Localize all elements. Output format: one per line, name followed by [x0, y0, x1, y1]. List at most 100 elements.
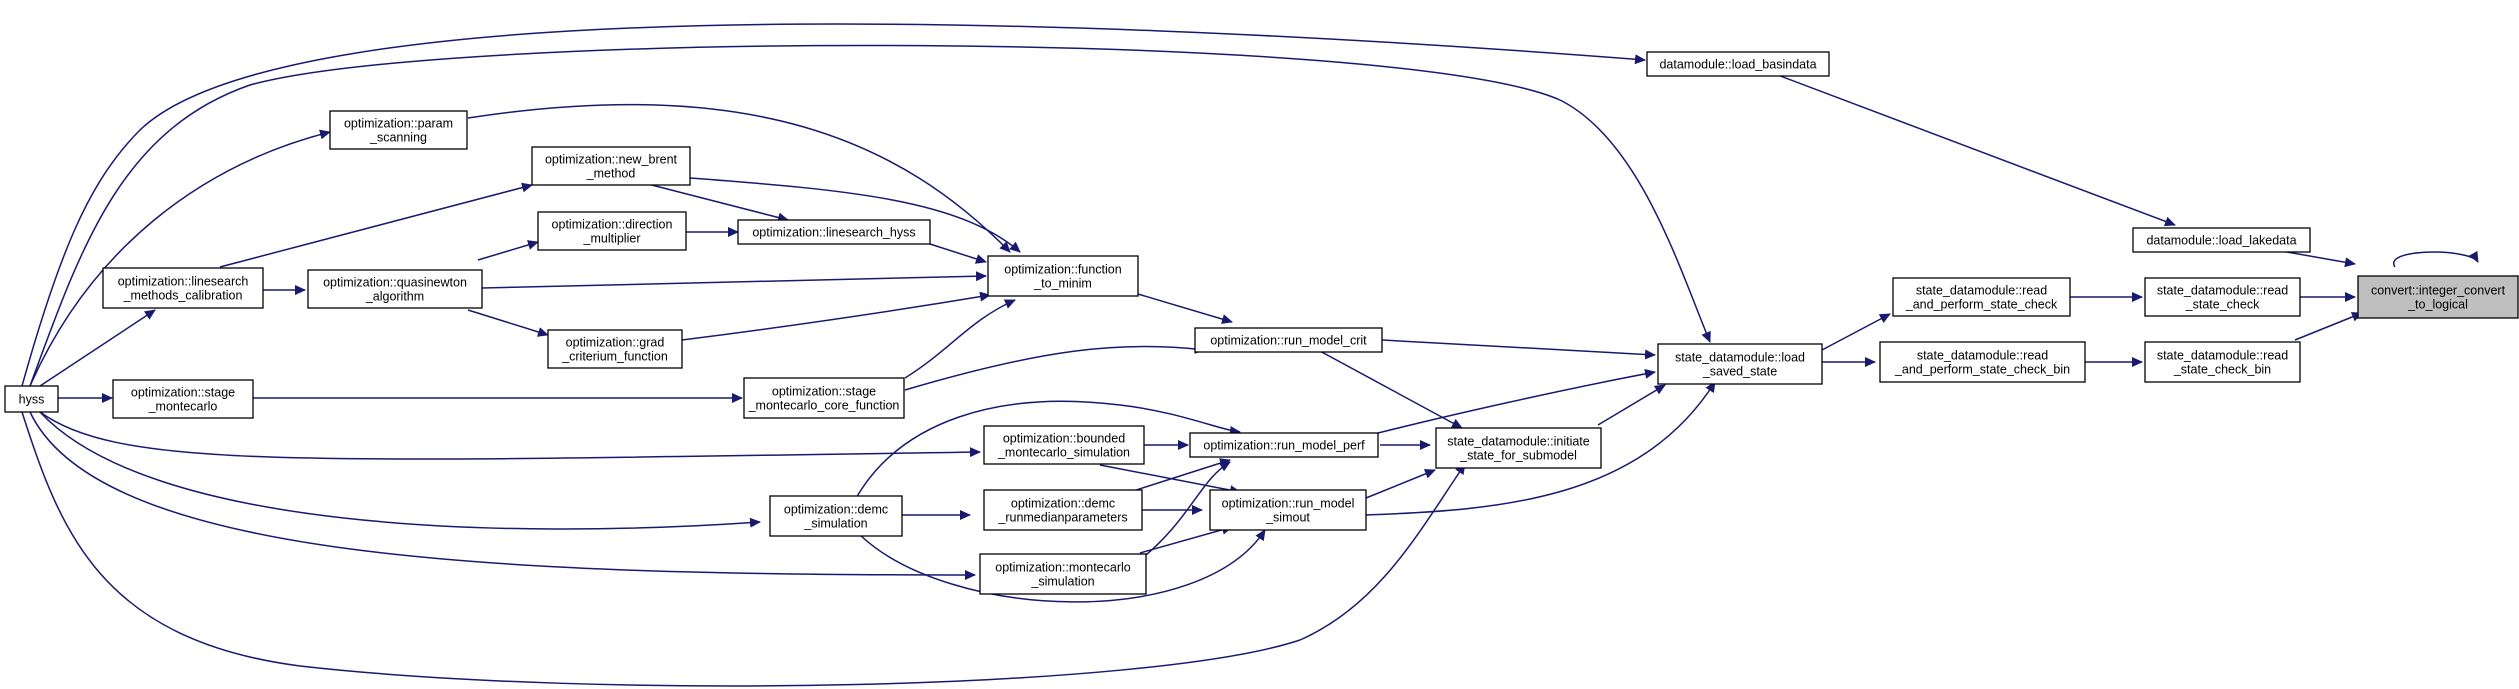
edge-demc-to-run-simout: [859, 529, 1266, 603]
node-stage-montecarlo[interactable]: optimization::stage_montecarlo: [112, 379, 254, 419]
node-read-state-check[interactable]: state_datamodule::read_state_check: [2144, 277, 2301, 317]
node-label: optimization::run_model: [1222, 497, 1355, 511]
node-demc-sim[interactable]: optimization::demc_simulation: [769, 495, 903, 537]
node-label: state_datamodule::read: [1916, 284, 2047, 298]
edge-run-crit-to-initiate: [1317, 349, 1463, 429]
node-function-to-minim[interactable]: optimization::function_to_minim: [987, 255, 1139, 297]
node-label: _algorithm: [365, 290, 424, 304]
edge-run-crit-to-load-saved: [1381, 339, 1656, 360]
node-label: _method: [586, 167, 636, 181]
edge-montecarlo-to-run-simout: [1139, 524, 1233, 554]
node-label: optimization::param: [344, 117, 453, 131]
node-label: _montecarlo_simulation: [997, 446, 1130, 460]
node-label: datamodule::load_basindata: [1659, 58, 1816, 72]
node-label: _to_logical: [2407, 298, 2468, 312]
node-label: optimization::bounded: [1003, 432, 1125, 446]
node-label: optimization::new_brent: [545, 153, 678, 167]
edge-hyss-to-load-saved: [29, 44, 1711, 387]
node-label: _simout: [1265, 511, 1310, 525]
node-label: state_datamodule::read: [1917, 349, 2048, 363]
node-hyss[interactable]: hyss: [4, 385, 59, 413]
edges: [21, 23, 2479, 687]
node-label: optimization::montecarlo: [995, 561, 1131, 575]
edge-new-brent-to-function: [689, 177, 1021, 253]
node-label: _state_check_bin: [2173, 363, 2271, 377]
node-label: _simulation: [1030, 575, 1094, 589]
node-quasinewton[interactable]: optimization::quasinewton_algorithm: [307, 269, 483, 309]
node-label: _and_perform_state_check_bin: [1894, 363, 2070, 377]
node-label: _state_for_submodel: [1459, 449, 1577, 463]
node-run-model-simout[interactable]: optimization::run_model_simout: [1209, 489, 1367, 531]
node-load-basindata[interactable]: datamodule::load_basindata: [1646, 51, 1830, 77]
edge-stage-core-to-function: [904, 299, 1016, 379]
edge-integer-convert-self: [2392, 250, 2479, 268]
node-label: state_datamodule::read: [2157, 349, 2288, 363]
node-label: optimization::quasinewton: [323, 276, 467, 290]
node-label: _runmedianparameters: [997, 511, 1127, 525]
edge-hyss-to-load-basindata: [21, 23, 1646, 387]
node-label: hyss: [19, 393, 45, 407]
node-label: _simulation: [803, 517, 867, 531]
edge-hyss-to-param-scanning: [29, 129, 331, 387]
edge-initiate-to-load-saved: [1597, 384, 1666, 426]
node-label: convert::integer_convert: [2371, 284, 2506, 298]
node-label: state_datamodule::initiate: [1447, 435, 1590, 449]
node-run-model-perf[interactable]: optimization::run_model_perf: [1189, 432, 1379, 458]
node-label: optimization::function: [1004, 263, 1121, 277]
node-grad-crit[interactable]: optimization::grad_criterium_function: [547, 329, 683, 369]
edge-load-saved-to-read-perform: [1821, 313, 1891, 351]
node-new-brent[interactable]: optimization::new_brent_method: [531, 146, 691, 186]
node-label: _scanning: [369, 131, 427, 145]
edge-hyss-to-bounded: [39, 411, 981, 460]
node-label: _multiplier: [583, 232, 641, 246]
edge-new-brent-to-linesearch-hyss: [639, 181, 789, 223]
node-label: optimization::demc: [784, 503, 888, 517]
edge-grad-to-function: [681, 291, 991, 341]
edge-runmedian-to-run-perf: [1129, 458, 1231, 493]
edge-quasinewton-to-function: [481, 271, 987, 289]
node-label: _montecarlo_core_function: [748, 399, 900, 413]
node-run-model-crit[interactable]: optimization::run_model_crit: [1194, 327, 1383, 353]
node-label: _state_check: [2185, 298, 2260, 312]
node-initiate-state[interactable]: state_datamodule::initiate_state_for_sub…: [1435, 427, 1602, 469]
edge-run-perf-to-load-saved: [1377, 368, 1656, 434]
edge-load-basindata-to-lakedata: [1774, 73, 2176, 227]
node-direction-mult[interactable]: optimization::direction_multiplier: [537, 211, 687, 251]
node-integer-convert[interactable]: convert::integer_convert_to_logical: [2357, 275, 2519, 319]
node-bounded-mc[interactable]: optimization::bounded_montecarlo_simulat…: [983, 425, 1145, 465]
node-label: _to_minim: [1033, 277, 1092, 291]
node-demc-runmedian[interactable]: optimization::demc_runmedianparameters: [983, 489, 1143, 531]
node-stage-mc-core[interactable]: optimization::stage_montecarlo_core_func…: [743, 377, 905, 419]
node-read-perform-bin[interactable]: state_datamodule::read_and_perform_state…: [1879, 341, 2086, 383]
node-read-state-check-bin[interactable]: state_datamodule::read_state_check_bin: [2144, 341, 2301, 383]
node-montecarlo-sim[interactable]: optimization::montecarlo_simulation: [979, 553, 1147, 595]
node-label: _saved_state: [1702, 365, 1777, 379]
node-label: _criterium_function: [561, 350, 668, 364]
edge-function-to-run-crit: [1137, 293, 1233, 324]
edge-quasinewton-to-grad: [467, 309, 549, 337]
node-label: _methods_calibration: [123, 289, 243, 303]
node-label: _and_perform_state_check: [1905, 298, 2058, 312]
edge-demc-to-run-perf: [854, 400, 1241, 501]
node-load-saved-state[interactable]: state_datamodule::load_saved_state: [1657, 343, 1823, 385]
node-load-lakedata[interactable]: datamodule::load_lakedata: [2132, 227, 2311, 253]
node-param-scanning[interactable]: optimization::param_scanning: [329, 110, 468, 150]
edge-param-scanning-to-function: [467, 103, 1011, 253]
node-label: optimization::run_model_perf: [1203, 439, 1365, 453]
node-label: optimization::run_model_crit: [1210, 334, 1367, 348]
node-label: state_datamodule::read: [2157, 284, 2288, 298]
edge-run-simout-to-load-saved: [1365, 381, 1716, 516]
node-read-perform[interactable]: state_datamodule::read_and_perform_state…: [1892, 277, 2071, 317]
node-label: optimization::demc: [1011, 497, 1115, 511]
edge-read-state-check-bin-to-integer: [2294, 312, 2363, 341]
node-label: optimization::stage: [772, 385, 876, 399]
node-linesearch-hyss[interactable]: optimization::linesearch_hyss: [737, 219, 931, 245]
node-label: optimization::linesearch_hyss: [752, 226, 915, 240]
edge-linesearch-cal-to-new-brent: [219, 182, 533, 268]
edge-quasinewton-to-direction: [477, 240, 539, 261]
edge-hyss-to-initiate: [21, 411, 1466, 687]
edge-hyss-to-linesearch-cal: [39, 309, 156, 387]
node-linesearch-cal[interactable]: optimization::linesearch_methods_calibra…: [102, 267, 264, 309]
